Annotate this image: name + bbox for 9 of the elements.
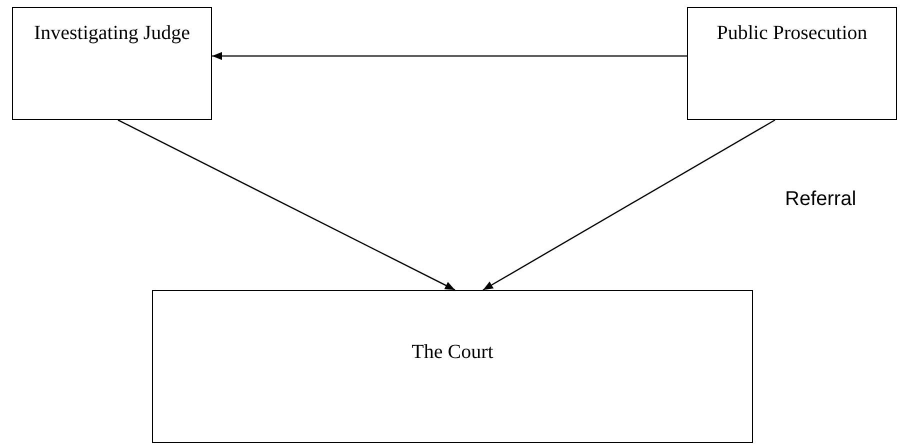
node-label: Public Prosecution <box>716 21 868 46</box>
process-box <box>687 7 897 120</box>
arrow <box>118 119 456 291</box>
node-label: The Court <box>410 340 494 365</box>
node-label: Investigating Judge <box>32 21 192 46</box>
process-box <box>152 290 753 443</box>
process-box <box>12 7 212 120</box>
arrow <box>212 52 687 60</box>
arrow <box>482 119 776 291</box>
